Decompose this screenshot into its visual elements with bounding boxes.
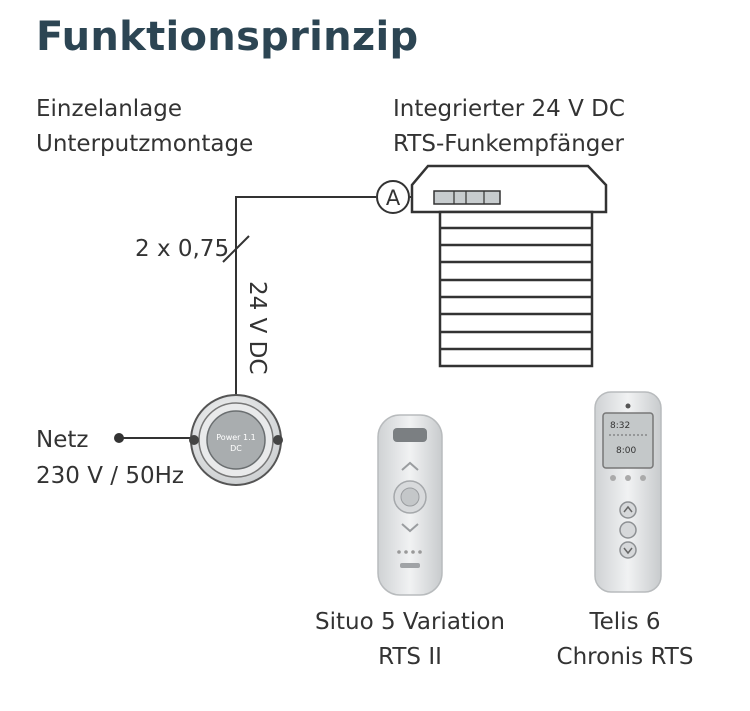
remote-situo-icon [377,414,443,596]
display-top: 8:32 [610,421,630,431]
blind-icon [410,164,608,368]
receiver-module [433,190,501,205]
remote-telis-icon: 8:32 8:00 [594,391,662,593]
page-title: Funktionsprinzip [36,14,419,60]
remote1-line1: Situo 5 Variation [315,609,505,635]
telis-display [602,412,654,469]
blind-slats [440,226,592,351]
cable-wiring [119,196,436,439]
mains-dot [114,433,124,443]
remote2-line2: Chronis RTS [556,644,694,670]
connector-a: A [376,180,410,214]
voltage-label: 24 V DC [244,281,270,374]
cable-slash-mark [222,235,250,263]
blind-body [438,210,594,368]
installation-line1: Einzelanlage [36,96,183,122]
power-supply-icon: Power 1.1 DC [189,394,283,486]
remote2-line1: Telis 6 [589,609,661,635]
installation-line2: Unterputzmontage [36,131,254,157]
mains-line1: Netz [36,427,89,453]
supply-cable [235,196,376,400]
mains-line2: 230 V / 50Hz [36,463,184,489]
blind-headrail [410,164,608,214]
remote1-line2: RTS II [378,644,442,670]
display-bottom: 8:00 [616,446,636,456]
cable-label: 2 x 0,75 [135,236,230,262]
receiver-line1: Integrierter 24 V DC [393,96,625,122]
psu-label-line1: Power 1.1 [216,433,255,442]
receiver-line2: RTS-Funkempfänger [393,131,625,157]
psu-label-line2: DC [230,444,242,453]
connector-label: A [386,186,401,210]
